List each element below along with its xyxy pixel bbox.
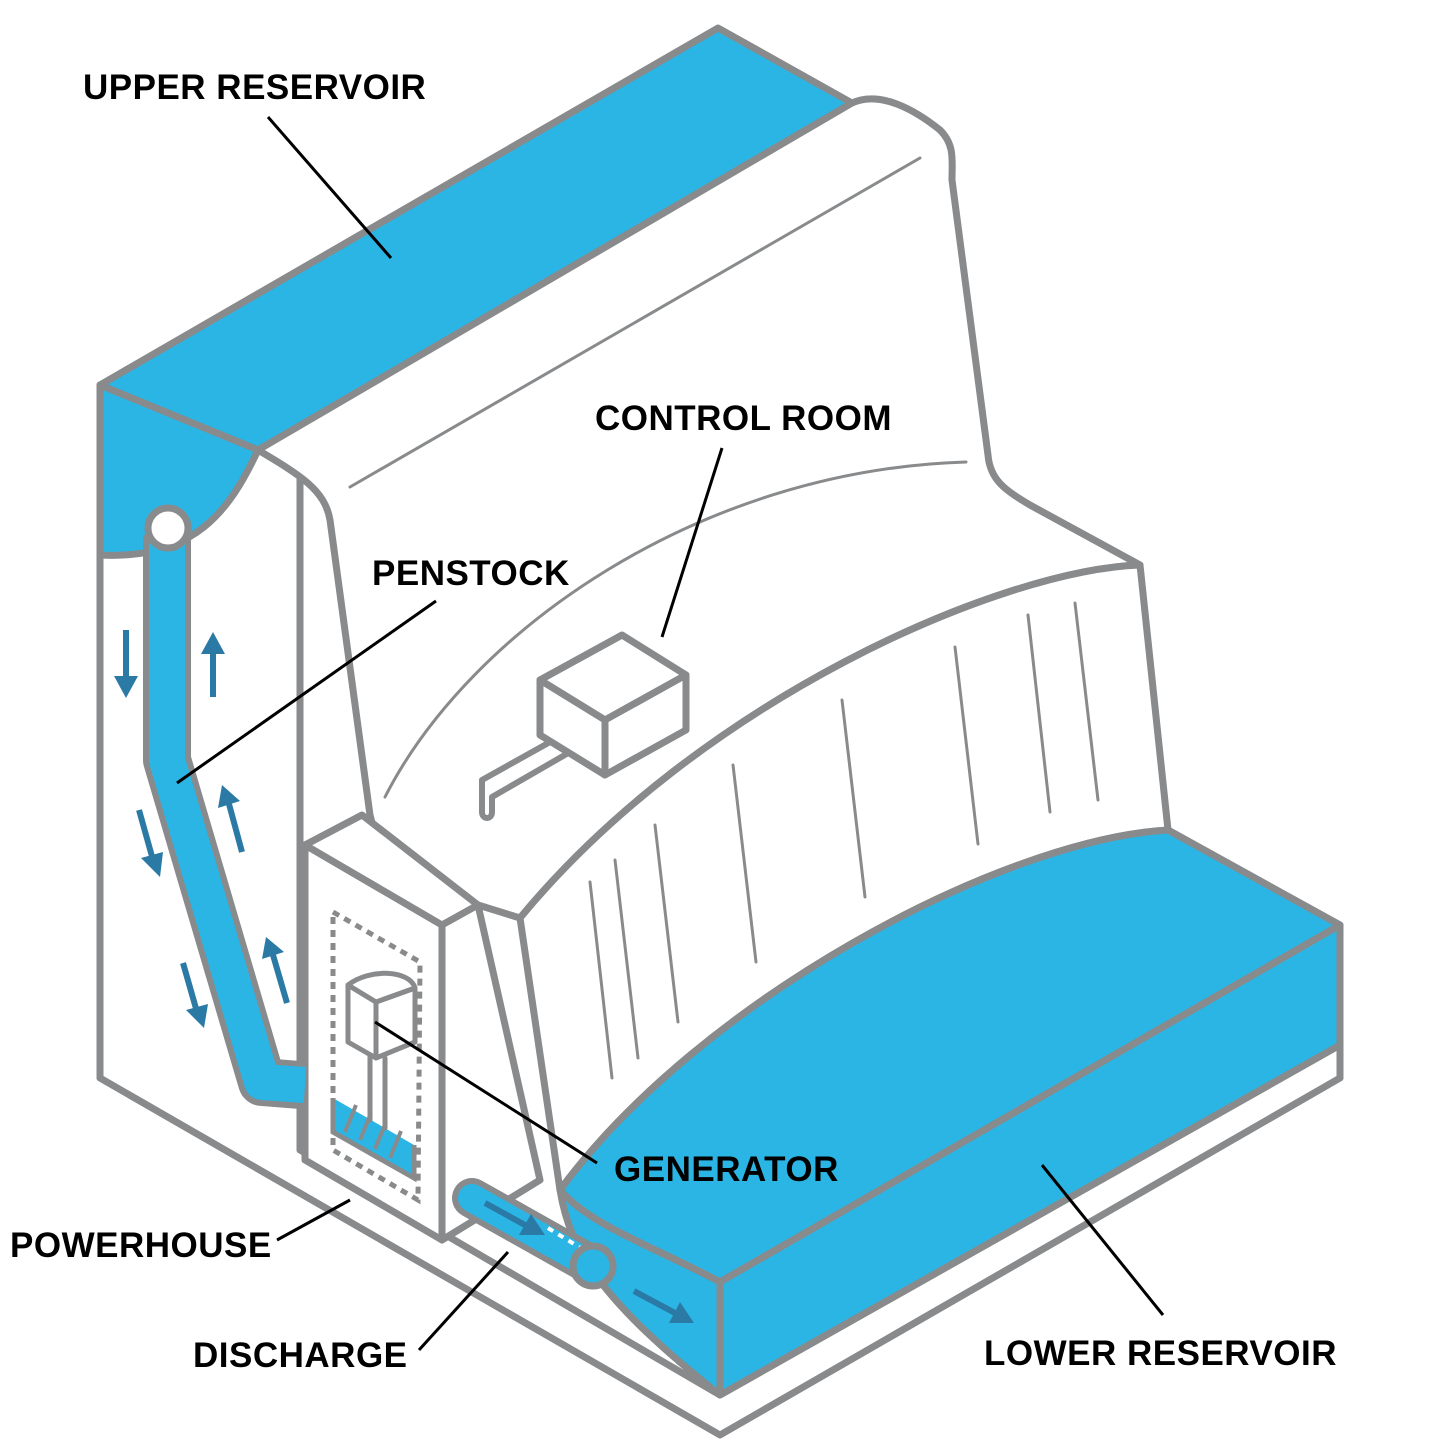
leader-control-room xyxy=(660,447,724,638)
leader-discharge xyxy=(417,1250,510,1352)
label-upper-reservoir: UPPER RESERVOIR xyxy=(83,68,427,107)
control-room-cube xyxy=(479,631,690,821)
arrow-up-1 xyxy=(201,632,225,697)
arrow-up-3 xyxy=(262,937,290,1004)
powerhouse-dotted-frame xyxy=(330,907,423,1205)
arrow-down-2 xyxy=(136,809,163,877)
arrow-down-3 xyxy=(180,962,208,1028)
penstock-intake xyxy=(144,504,192,552)
leader-lower-reservoir xyxy=(1040,1164,1165,1316)
label-control-room: CONTROL ROOM xyxy=(595,399,893,438)
dam-lines xyxy=(588,601,1100,1080)
leader-upper-reservoir xyxy=(266,116,393,259)
hill-curve-line xyxy=(383,460,968,799)
label-generator: GENERATOR xyxy=(614,1150,839,1189)
turbine-water xyxy=(333,1098,414,1178)
hill-ridge-line xyxy=(348,156,922,489)
upper-reservoir-face xyxy=(96,381,262,559)
discharge-outlet xyxy=(569,1242,617,1290)
turbine-frame xyxy=(330,1098,417,1183)
flow-arrows xyxy=(114,630,694,1323)
arrow-discharge-1 xyxy=(483,1200,545,1235)
leader-lines xyxy=(176,116,1165,1352)
label-powerhouse: POWERHOUSE xyxy=(10,1226,272,1265)
label-discharge: DISCHARGE xyxy=(193,1336,408,1375)
leader-penstock xyxy=(176,599,437,785)
leader-powerhouse xyxy=(276,1198,351,1242)
arrow-up-2 xyxy=(218,785,245,853)
arrow-discharge-2 xyxy=(632,1288,694,1323)
label-penstock: PENSTOCK xyxy=(372,554,570,593)
label-lower-reservoir: LOWER RESERVOIR xyxy=(984,1334,1338,1373)
arrow-down-1 xyxy=(114,630,138,698)
leader-generator xyxy=(374,1020,598,1165)
powerhouse-side xyxy=(438,901,544,1244)
